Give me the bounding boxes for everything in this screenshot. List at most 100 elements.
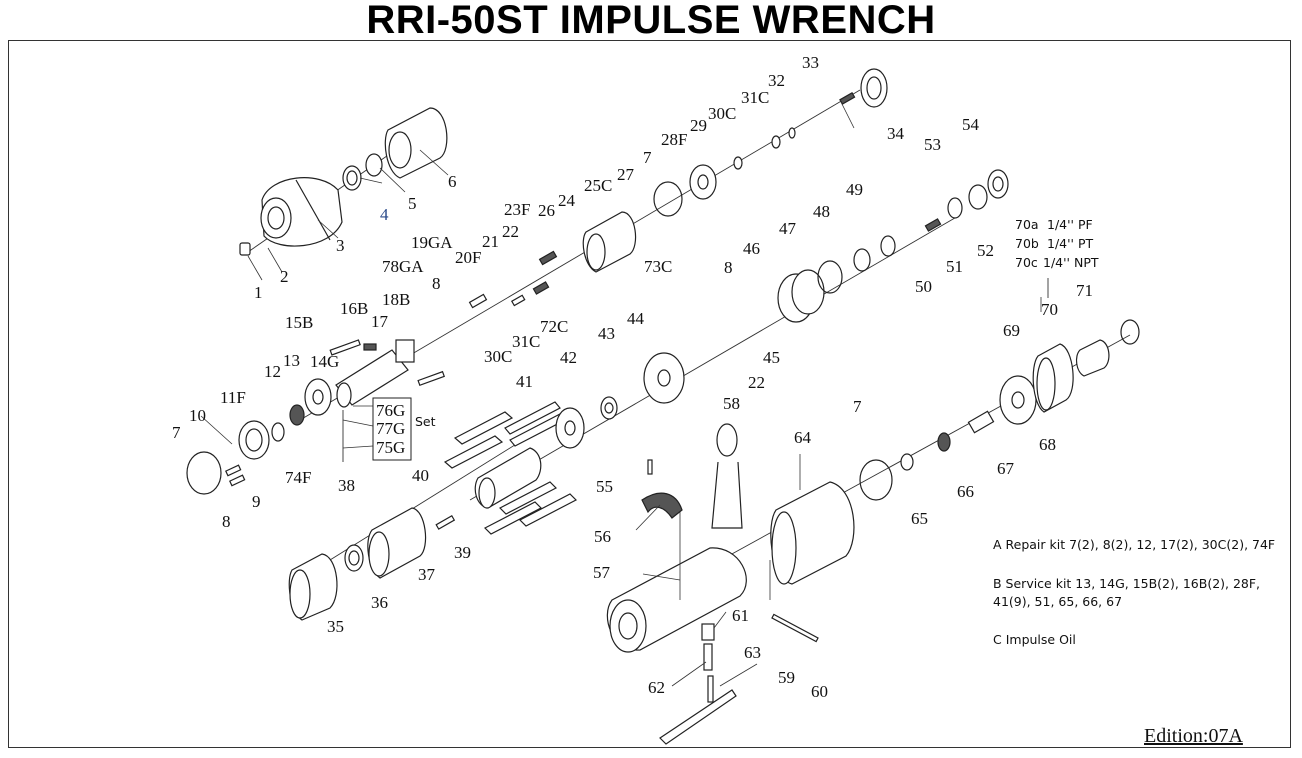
callout-71: 71 — [1076, 281, 1093, 300]
callout-3: 3 — [336, 236, 345, 255]
callout-55: 55 — [596, 477, 613, 496]
spring-part-51 — [924, 218, 942, 232]
pin-part-60 — [771, 613, 819, 643]
callout-49: 49 — [846, 180, 863, 199]
callout-labels: 1 2 3 4 5 6 7 8 9 10 11F 12 13 14G 15B 1… — [172, 53, 1093, 701]
callout-16B: 16B — [340, 299, 368, 318]
bearing-plate-part-13 — [304, 378, 332, 416]
callout-77G: 77G — [376, 419, 405, 438]
rotor-part-40 — [474, 447, 542, 509]
pin-part-15B — [329, 339, 446, 387]
callout-44: 44 — [627, 309, 645, 328]
spring-part-17 — [363, 343, 377, 351]
page-title: RRI-50ST IMPULSE WRENCH — [366, 0, 936, 42]
callout-1: 1 — [254, 283, 263, 302]
callout-13: 13 — [283, 351, 300, 370]
ring-part-48 — [853, 248, 871, 272]
callout-8c: 8 — [724, 258, 733, 277]
callout-64: 64 — [794, 428, 812, 447]
callout-31Ca: 31C — [741, 88, 769, 107]
callout-27: 27 — [617, 165, 635, 184]
vanes-part-41 — [443, 401, 578, 535]
cap-part-34 — [860, 68, 888, 108]
cap-part-54 — [987, 169, 1009, 199]
callout-59: 59 — [778, 668, 795, 687]
callout-22b: 22 — [748, 373, 765, 392]
callout-68: 68 — [1039, 435, 1056, 454]
callout-35: 35 — [327, 617, 344, 636]
repair-kit-note: A Repair kit 7(2), 8(2), 12, 17(2), 30C(… — [993, 537, 1276, 552]
callout-7c: 7 — [853, 397, 862, 416]
inlet-bushing-part-70 — [1075, 339, 1110, 377]
callout-28F: 28F — [661, 130, 687, 149]
housing-part-57 — [606, 547, 747, 653]
callout-45: 45 — [763, 348, 780, 367]
oring-part-7-upper — [653, 181, 683, 217]
housing-cover-part-64 — [770, 481, 855, 585]
callout-2: 2 — [280, 267, 289, 286]
callout-15B: 15B — [285, 313, 313, 332]
callout-78GA: 78GA — [382, 257, 424, 276]
fitting-thread-70b: 1/4'' PT — [1047, 236, 1094, 251]
callout-19GA: 19GA — [411, 233, 453, 252]
callout-34: 34 — [887, 124, 905, 143]
plate-part-44 — [643, 352, 685, 404]
bushing-part-11F — [238, 420, 270, 460]
bushing-part-36 — [344, 544, 364, 572]
callout-39: 39 — [454, 543, 471, 562]
callout-48: 48 — [813, 202, 830, 221]
seal-part-12 — [289, 404, 305, 426]
bolt-part-1 — [239, 242, 251, 256]
callout-40: 40 — [412, 466, 429, 485]
end-plate-part-28F — [689, 164, 717, 200]
callout-24: 24 — [558, 191, 576, 210]
callout-43: 43 — [598, 324, 615, 343]
ring-part-74F — [271, 422, 285, 442]
spring-part-67 — [967, 410, 995, 434]
cylinder-part-37 — [367, 507, 427, 579]
callout-8a: 8 — [222, 512, 231, 531]
leader-lines — [200, 99, 1042, 687]
callout-69: 69 — [1003, 321, 1020, 340]
callout-31Cb: 31C — [512, 332, 540, 351]
callout-73C: 73C — [644, 257, 672, 276]
callout-36: 36 — [371, 593, 388, 612]
valve-rod-part-33 — [839, 91, 856, 105]
callout-56: 56 — [594, 527, 611, 546]
callout-10: 10 — [189, 406, 206, 425]
trigger-part-56 — [641, 492, 683, 519]
callout-18B: 18B — [382, 290, 410, 309]
callout-8b: 8 — [432, 274, 441, 293]
callout-61: 61 — [732, 606, 749, 625]
callout-47: 47 — [779, 219, 797, 238]
fitting-thread-70c: 1/4'' NPT — [1043, 255, 1099, 270]
washer-part-5 — [365, 153, 383, 177]
callout-29: 29 — [690, 116, 707, 135]
oring-part-7-lower — [859, 459, 893, 501]
callout-74F: 74F — [285, 468, 311, 487]
regulator-part-46 — [777, 269, 825, 323]
callout-75G: 75G — [376, 438, 405, 457]
callout-32: 32 — [768, 71, 785, 90]
oring-part-47 — [817, 260, 843, 294]
fitting-code-70a: 70a — [1015, 217, 1039, 232]
callout-30Ca: 30C — [708, 104, 736, 123]
callout-54: 54 — [962, 115, 980, 134]
callout-50: 50 — [915, 277, 932, 296]
valve-part-66 — [937, 432, 951, 452]
impulse-oil-note: C Impulse Oil — [993, 632, 1076, 647]
callout-53: 53 — [924, 135, 941, 154]
callout-58: 58 — [723, 394, 740, 413]
callout-26: 26 — [538, 201, 555, 220]
anvil-part-14G — [335, 339, 415, 408]
callout-20F: 20F — [455, 248, 481, 267]
callout-25C: 25C — [584, 176, 612, 195]
throttle-valve-part-61 — [701, 623, 715, 641]
callout-21: 21 — [482, 232, 499, 251]
callout-65: 65 — [911, 509, 928, 528]
callout-38: 38 — [338, 476, 355, 495]
exhaust-deflector-part-69 — [1032, 343, 1074, 413]
callout-17: 17 — [371, 312, 389, 331]
callout-41: 41 — [516, 372, 533, 391]
